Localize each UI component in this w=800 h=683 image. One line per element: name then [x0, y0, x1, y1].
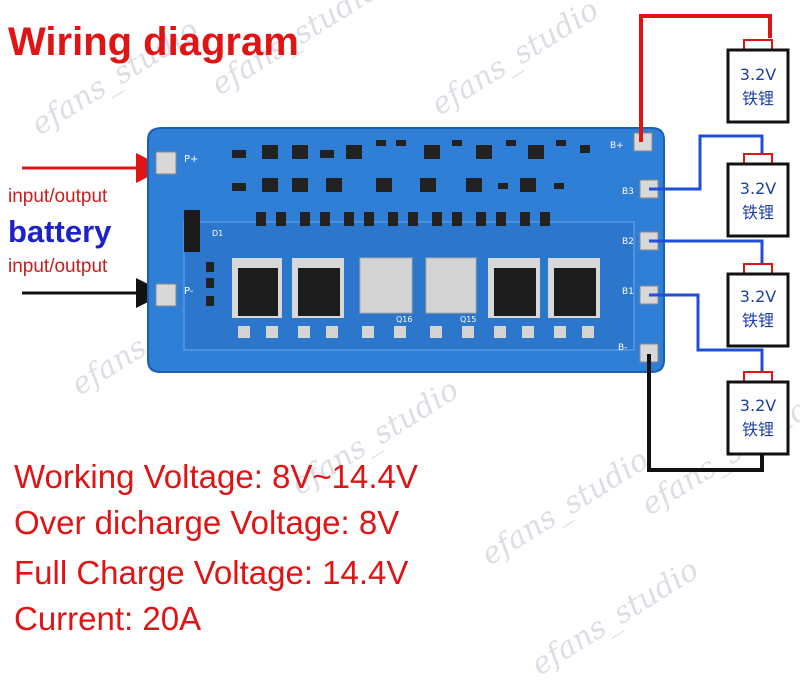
- bottom-pads: [238, 326, 594, 338]
- balance-wire-b2: [649, 239, 764, 264]
- input-output-label-bottom: input/output: [8, 256, 108, 277]
- p-minus-label: P-: [184, 286, 194, 297]
- diagram-graphics: P+ P- B+ B3 B2 B1 B- Q16 Q15 D1 3.2V 铁锂 …: [22, 14, 790, 472]
- b-plus-label: B+: [610, 141, 624, 151]
- cell-chemistry: 铁锂: [742, 203, 774, 222]
- mosfet-right-1: [488, 258, 540, 318]
- cell-voltage: 3.2V: [740, 287, 776, 306]
- mosfet-left-1: [232, 258, 282, 318]
- heat-pad: [359, 257, 413, 314]
- smd-components: [206, 140, 590, 306]
- positive-wire: [639, 14, 772, 142]
- q15-label: Q15: [460, 315, 476, 324]
- balance-wire-b1: [649, 293, 764, 372]
- b-minus-label: B-: [618, 343, 627, 353]
- page-title: Wiring diagram: [8, 20, 299, 64]
- cell-voltage: 3.2V: [740, 396, 776, 415]
- spec-full-charge-voltage: Full Charge Voltage: 14.4V: [14, 554, 409, 591]
- battery-cell: 3.2V 铁锂: [726, 153, 790, 238]
- negative-wire: [647, 354, 764, 472]
- p-plus-label: P+: [184, 154, 198, 165]
- battery-label: battery: [8, 214, 112, 249]
- q16-label: Q16: [396, 315, 412, 324]
- cell-chemistry: 铁锂: [742, 420, 774, 439]
- b1-label: B1: [622, 287, 634, 297]
- cell-chemistry: 铁锂: [742, 89, 774, 108]
- balance-wire-b3: [649, 134, 764, 191]
- d1-label: D1: [212, 229, 223, 238]
- wiring-diagram: efans_studio efans_studio efans_studio e…: [8, 0, 800, 683]
- input-output-label-top: input/output: [8, 186, 108, 207]
- bms-board: P+ P- B+ B3 B2 B1 B- Q16 Q15 D1: [147, 127, 665, 373]
- p-plus-pad: [155, 151, 177, 175]
- mosfet-left-2: [292, 258, 344, 318]
- battery-cell: 3.2V 铁锂: [726, 39, 790, 124]
- b2-label: B2: [622, 237, 634, 247]
- cell-chemistry: 铁锂: [742, 311, 774, 330]
- mosfet-right-2: [548, 258, 600, 318]
- cell-voltage: 3.2V: [740, 65, 776, 84]
- heat-pad: [425, 257, 477, 314]
- b3-label: B3: [622, 187, 634, 197]
- cell-voltage: 3.2V: [740, 179, 776, 198]
- spec-over-discharge-voltage: Over dicharge Voltage: 8V: [14, 504, 400, 541]
- battery-cell: 3.2V 铁锂: [726, 263, 790, 348]
- spec-current: Current: 20A: [14, 600, 202, 637]
- p-minus-pad: [155, 283, 177, 307]
- spec-working-voltage: Working Voltage: 8V~14.4V: [14, 458, 418, 495]
- battery-cell: 3.2V 铁锂: [726, 371, 790, 456]
- diode: [184, 210, 200, 252]
